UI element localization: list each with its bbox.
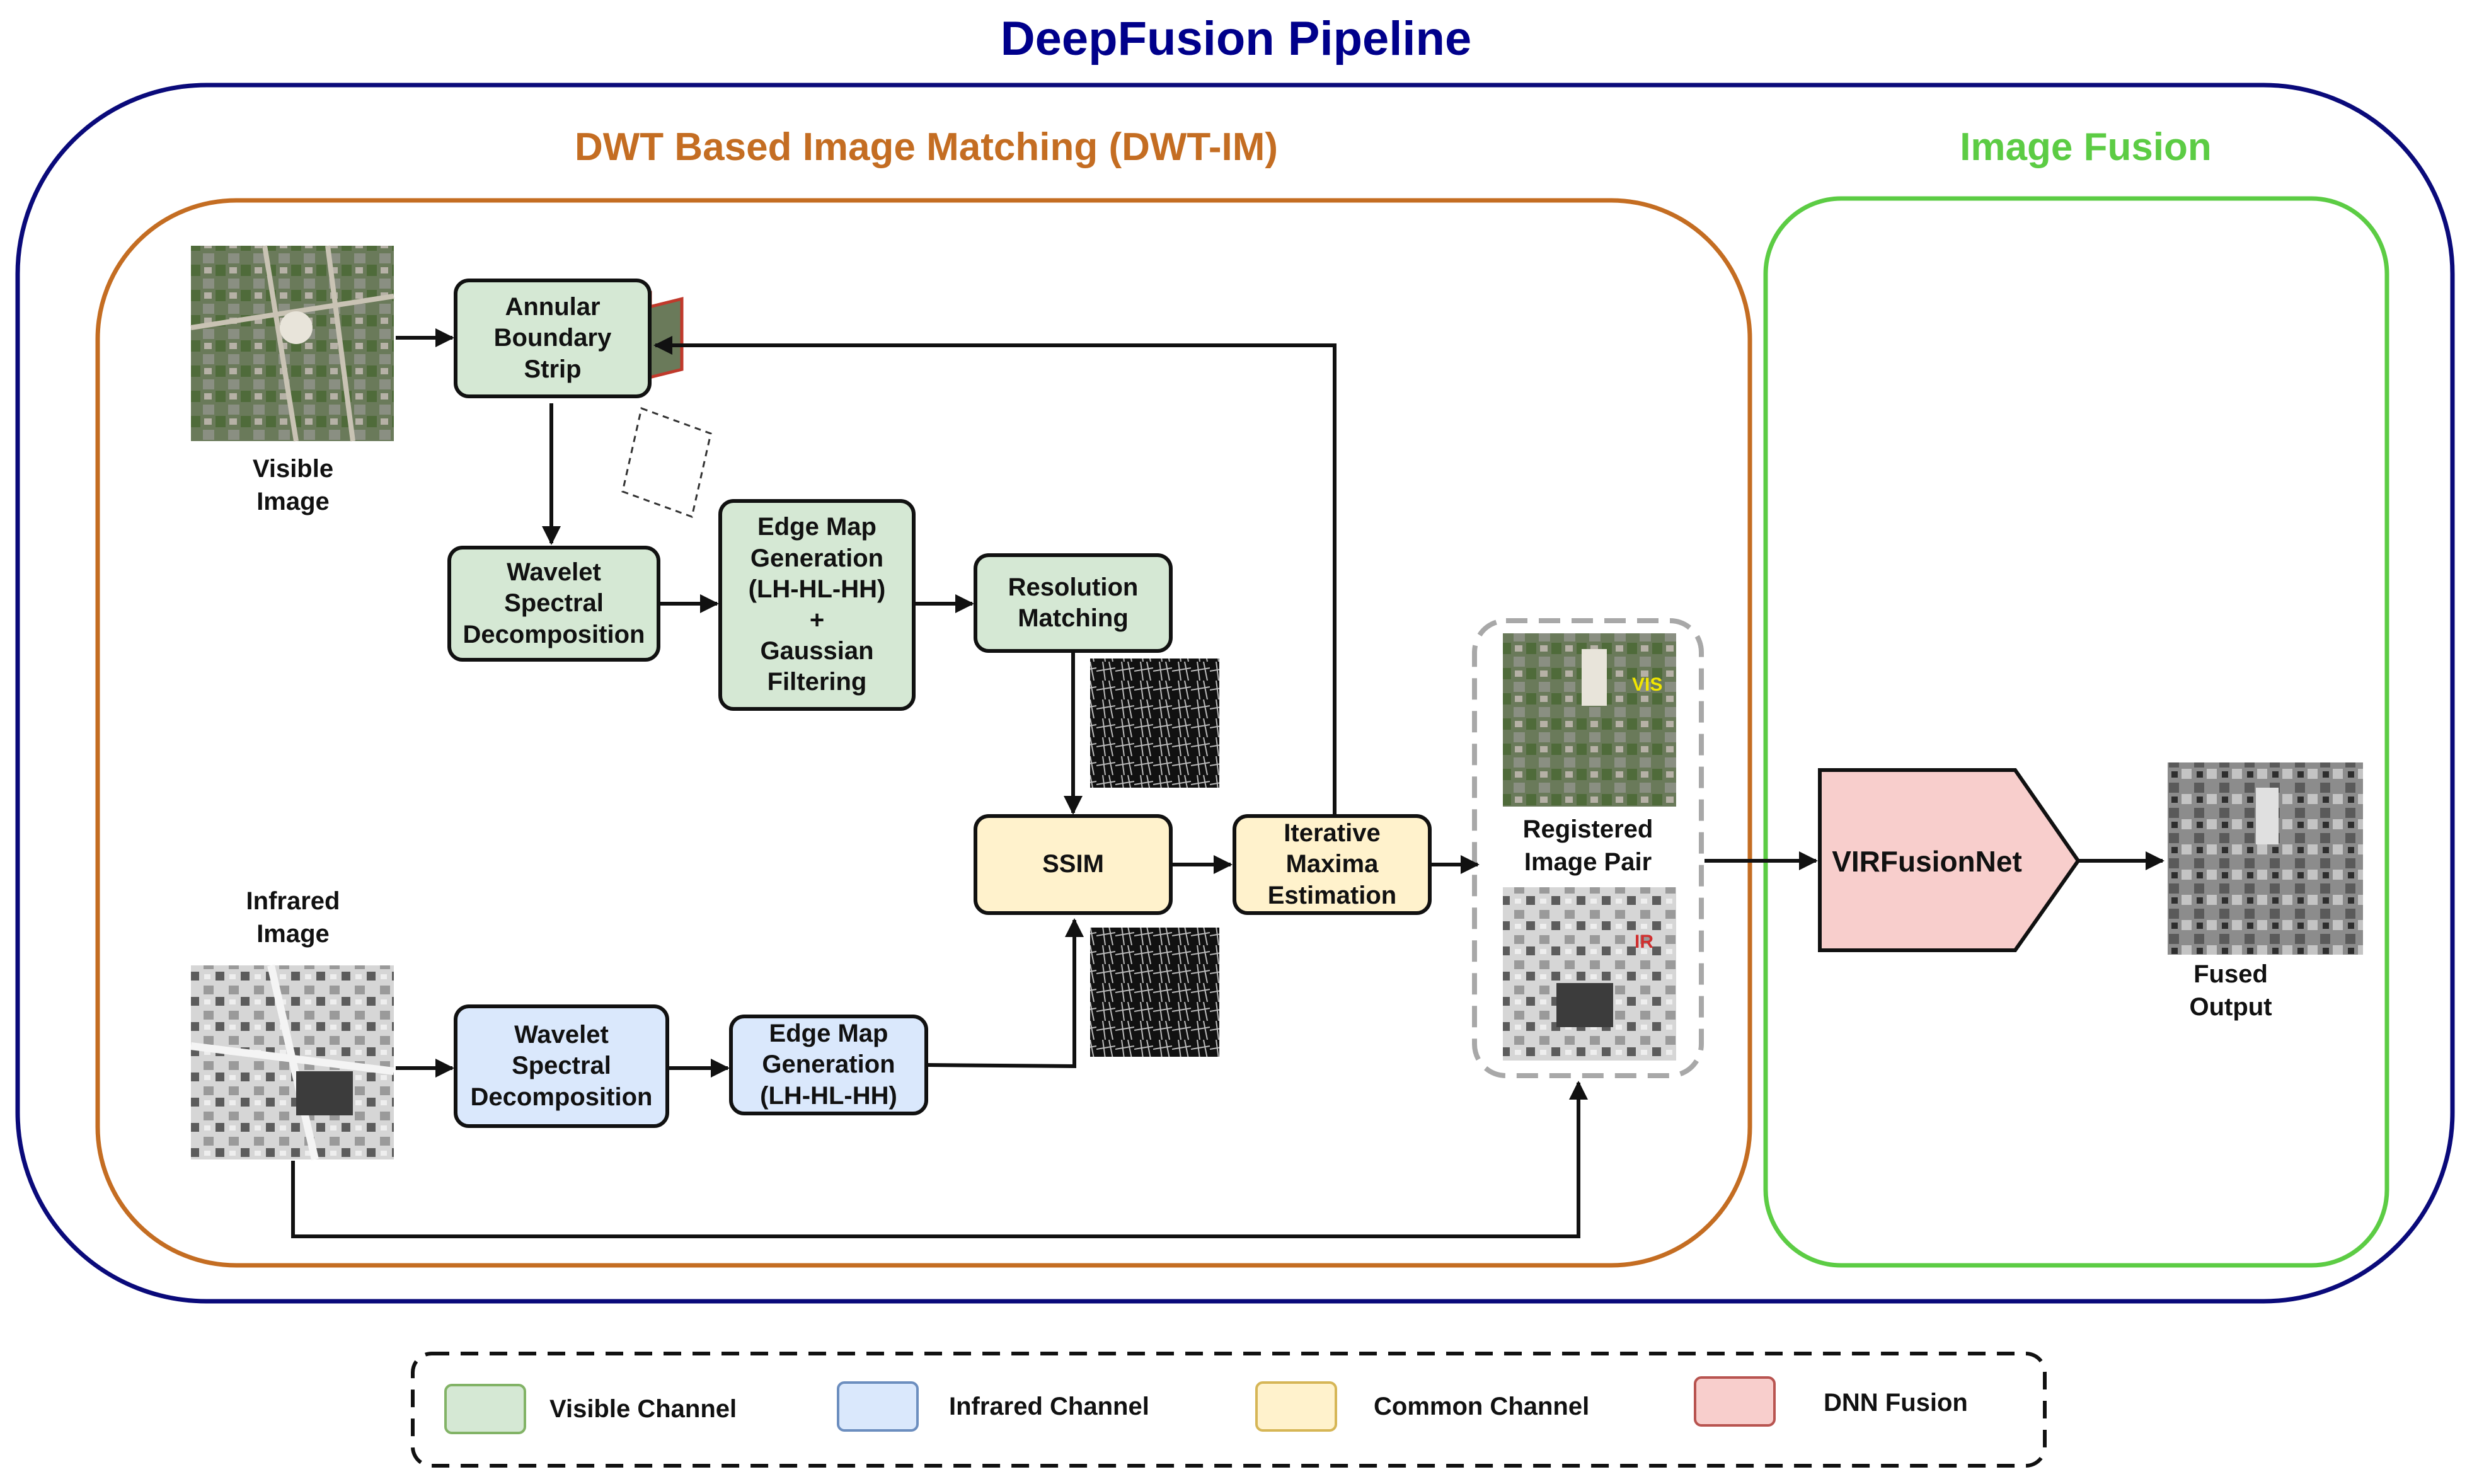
dwt-im-section-title: DWT Based Image Matching (DWT-IM) <box>575 125 1278 169</box>
infrared-image-label: Infrared Image <box>246 887 340 948</box>
ssim-node: SSIM <box>974 814 1173 915</box>
legend-label-visible: Visible Channel <box>549 1395 737 1423</box>
virfusionnet-label: VIRFusionNet <box>1832 845 2022 878</box>
edge-map-infrared-node: Edge Map Generation (LH-HL-HH) <box>729 1015 928 1115</box>
vis-tag: VIS <box>1632 674 1663 695</box>
arrow-edge-ir-to-ssim <box>927 918 1084 1069</box>
legend-border <box>411 1352 2047 1468</box>
registered-vis-image <box>1503 633 1676 807</box>
dwt-im-section-border <box>95 198 1752 1268</box>
resolution-matching-node: Resolution Matching <box>974 553 1173 653</box>
legend-label-dnn: DNN Fusion <box>1824 1389 1968 1417</box>
outer-pipeline-border <box>15 83 2455 1304</box>
visible-image-thumbnail <box>190 245 394 442</box>
annular-boundary-strip-node: Annular Boundary Strip <box>454 279 652 398</box>
legend-label-common: Common Channel <box>1374 1393 1590 1420</box>
legend-label-infrared: Infrared Channel <box>949 1393 1149 1420</box>
infrared-image-thumbnail <box>190 964 394 1161</box>
feedback-iterative-to-annular <box>653 336 1337 817</box>
arrow-infrared-bypass-to-registered <box>291 1081 1588 1238</box>
image-fusion-section-border <box>1763 196 2389 1268</box>
registered-pair-border <box>1472 618 1704 1078</box>
page-title: DeepFusion Pipeline <box>1000 12 1472 66</box>
wavelet-decomposition-infrared-node: Wavelet Spectral Decomposition <box>454 1004 669 1128</box>
legend-swatch-common <box>1255 1381 1337 1432</box>
virfusionnet-shape <box>1818 768 2081 952</box>
registered-ir-image <box>1503 887 1676 1061</box>
wavelet-decomposition-visible-node: Wavelet Spectral Decomposition <box>447 546 660 662</box>
iterative-maxima-estimation-node: Iterative Maxima Estimation <box>1233 814 1432 915</box>
ir-tag: IR <box>1635 931 1653 952</box>
edge-map-gaussian-node: Edge Map Generation (LH-HL-HH) + Gaussia… <box>718 499 916 711</box>
image-fusion-section-title: Image Fusion <box>1960 125 2212 169</box>
edge-map-thumbnail-visible <box>1090 659 1219 788</box>
legend-swatch-visible <box>444 1384 526 1434</box>
fused-output-label: Fused Output <box>2189 960 2272 1021</box>
edge-map-thumbnail-infrared <box>1090 928 1219 1057</box>
legend-swatch-dnn <box>1694 1376 1776 1427</box>
registered-pair-label: Registered Image Pair <box>1522 815 1653 876</box>
legend-swatch-infrared <box>837 1381 919 1432</box>
visible-image-label: Visible Image <box>252 455 334 515</box>
fused-output-image <box>2168 762 2363 955</box>
